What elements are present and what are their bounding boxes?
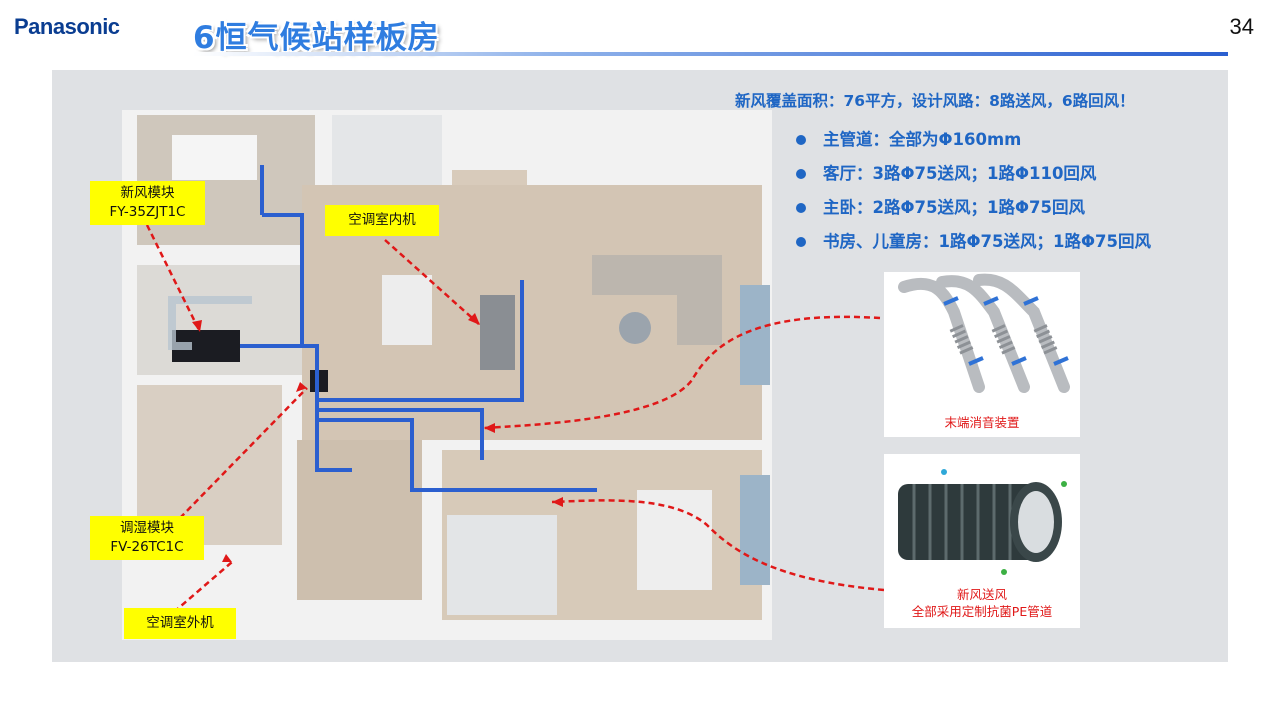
bullet-dot [796, 203, 806, 213]
spec-list: 主管道：全部为Φ160mm 客厅：3路Φ75送风；1路Φ110回风 主卧：2路Φ… [793, 128, 1151, 264]
silencer-photo-card: 末端消音装置 [884, 272, 1080, 437]
pe-duct-photo-card: 新风送风 全部采用定制抗菌PE管道 [884, 454, 1080, 628]
callout-fresh-air-module: 新风模块 FY-35ZJT1C [90, 181, 205, 225]
pe-duct-caption-1: 新风送风 [956, 587, 1007, 602]
room-bathroom-top [332, 115, 442, 185]
bullet-dot [796, 237, 806, 247]
pe-duct-image [898, 469, 1067, 575]
spec-item: 书房、儿童房：1路Φ75送风；1路Φ75回风 [793, 230, 1151, 264]
brand-logo: Panasonic [14, 14, 120, 39]
bed-master [637, 490, 712, 590]
spec-item: 主管道：全部为Φ160mm [793, 128, 1151, 162]
spec-item: 主卧：2路Φ75送风；1路Φ75回风 [793, 196, 1151, 230]
page-number: 34 [1229, 14, 1254, 39]
ac-indoor-unit [480, 295, 515, 370]
bullet-dot [796, 169, 806, 179]
pe-duct-caption-2: 全部采用定制抗菌PE管道 [911, 604, 1053, 619]
callout-humidity-module: 调湿模块 FV-26TC1C [90, 516, 204, 560]
bullet-dot [796, 135, 806, 145]
callout-ac-indoor: 空调室内机 [325, 205, 439, 236]
window-bedroom [740, 475, 770, 585]
sofa-side [677, 255, 722, 345]
callout-ac-outdoor: 空调室外机 [124, 608, 236, 639]
coverage-summary: 新风覆盖面积：76平方，设计风路：8路送风，6路回风！ [735, 92, 1135, 110]
title-rule [193, 52, 1228, 56]
slide-title: 6恒气候站样板房 [193, 20, 440, 56]
dining-table [382, 275, 432, 345]
coffee-table [619, 312, 651, 344]
window-living [740, 285, 770, 385]
silencer-image [898, 273, 1070, 393]
spec-item: 客厅：3路Φ75送风；1路Φ110回风 [793, 162, 1151, 196]
room-master-bath [447, 515, 557, 615]
bed-1 [172, 135, 257, 180]
silencer-caption: 末端消音装置 [944, 415, 1020, 430]
